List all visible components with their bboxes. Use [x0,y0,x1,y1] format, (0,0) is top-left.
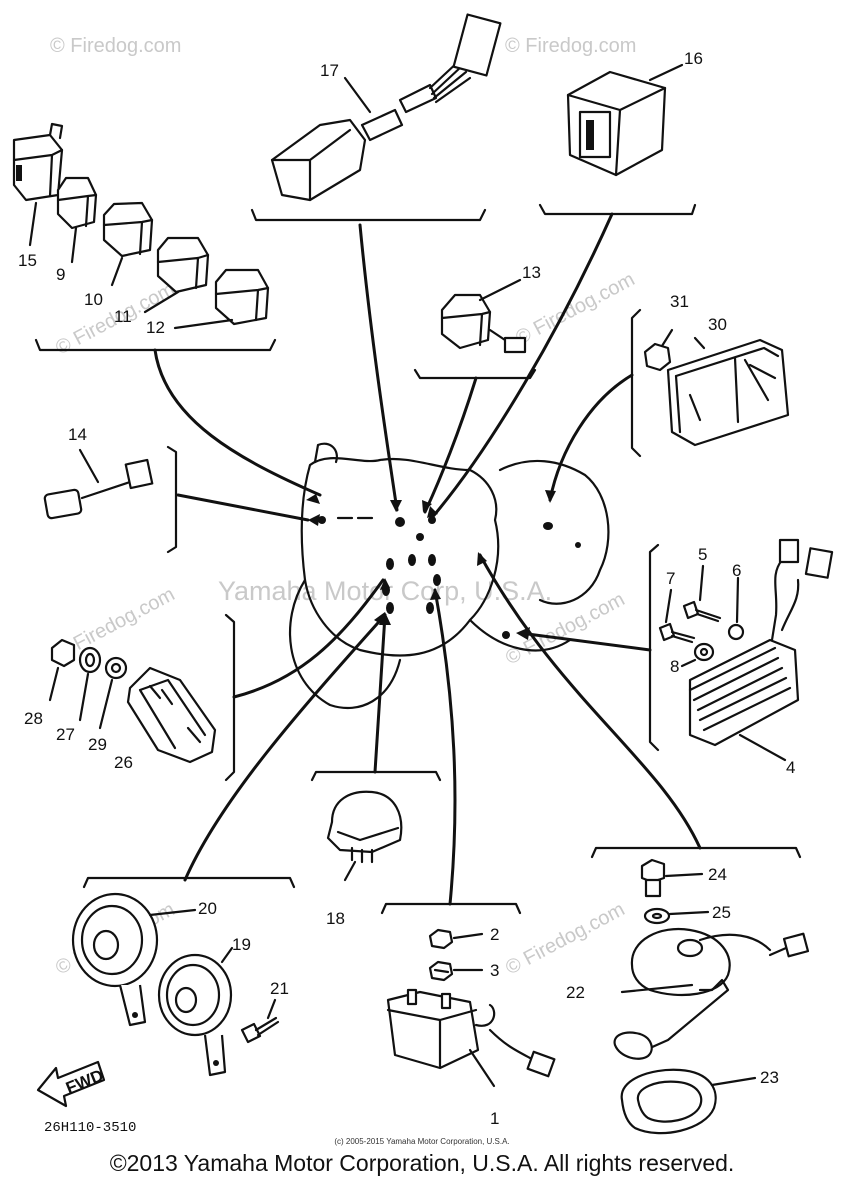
reflector-30[interactable] [666,336,790,447]
callout-21: 21 [270,979,289,998]
callout-2: 2 [490,925,499,944]
callout-29: 29 [88,735,107,754]
nut-3[interactable] [428,960,484,982]
callout-18: 18 [326,909,345,928]
callout-25: 25 [712,903,731,922]
bolt-24[interactable] [640,858,704,898]
reflector-26[interactable] [126,666,217,764]
part-13[interactable] [440,278,527,354]
bracket-connector-17 [250,208,487,222]
bracket-horns [82,876,296,889]
callout-8: 8 [670,657,679,676]
bolt-5[interactable] [682,564,722,623]
callout-labels: 1 2 3 4 5 6 7 8 9 10 11 12 13 14 15 16 1… [18,49,795,1128]
mount-points [318,516,581,639]
relay-group [12,122,270,330]
washer-6[interactable] [727,576,745,641]
callout-24: 24 [708,865,727,884]
bolt-21[interactable] [240,998,280,1044]
watermark-corner-1: © Firedog.com [50,35,181,57]
nut-31[interactable] [643,328,674,372]
bracket-part-14 [166,445,178,554]
callout-31: 31 [670,292,689,311]
callout-3: 3 [490,961,499,980]
callout-9: 9 [56,265,65,284]
callout-17: 17 [320,61,339,80]
frame-outline [288,442,610,710]
horn-20[interactable] [71,892,197,1027]
callout-23: 23 [760,1068,779,1087]
relay-12[interactable] [214,268,270,326]
nut-28[interactable] [48,638,76,702]
grommet-27[interactable] [78,646,102,722]
callout-11: 11 [114,307,132,326]
regulator-4[interactable] [688,538,834,762]
callout-14: 14 [68,425,87,444]
washer-29[interactable] [98,656,128,730]
callout-13: 13 [522,263,541,282]
relay-15[interactable] [12,122,64,202]
callout-6: 6 [732,561,741,580]
callout-7: 7 [666,569,675,588]
washer-8[interactable] [680,642,715,668]
watermark-corner-8: © Firedog.com [502,898,628,979]
callout-15: 15 [18,251,37,270]
relay-10[interactable] [102,201,154,258]
callout-22: 22 [566,983,585,1002]
relay-11[interactable] [156,236,210,294]
bracket-part-13 [413,368,537,380]
callout-27: 27 [56,725,75,744]
forward-arrow-label: FWD [63,1066,106,1098]
callout-26: 26 [114,753,133,772]
part-14[interactable] [43,448,154,520]
unit-16[interactable] [566,63,684,177]
callout-10: 10 [84,290,103,309]
connector-17[interactable] [270,13,502,202]
fuel-sender-22[interactable] [613,927,810,1060]
diagram-code: 26H110-3510 [44,1120,137,1136]
bracket-reflector-30 [630,308,642,458]
relay-1[interactable] [386,988,556,1088]
callout-16: 16 [684,49,703,68]
callout-30: 30 [708,315,727,334]
nut-2[interactable] [428,928,484,950]
callout-1: 1 [490,1109,499,1128]
callout-28: 28 [24,709,43,728]
watermark-corner-2: © Firedog.com [505,35,636,57]
bracket-relay-1 [380,902,522,915]
callout-12: 12 [146,318,165,337]
callout-20: 20 [198,899,217,918]
small-copyright-notice: (c) 2005-2015 Yamaha Motor Corporation, … [334,1137,510,1146]
copyright-notice: ©2013 Yamaha Motor Corporation, U.S.A. A… [109,1150,735,1176]
callout-19: 19 [232,935,251,954]
leader-lines [153,212,702,906]
horn-19[interactable] [157,946,234,1077]
forward-arrow: FWD [36,1060,106,1108]
bolt-7[interactable] [658,588,696,644]
relay-9[interactable] [56,176,98,230]
bracket-fuel-sender [590,846,802,859]
bracket-part-18 [310,770,442,782]
part-18[interactable] [326,790,403,882]
bracket-unit-16 [538,203,697,216]
callout-4: 4 [786,758,795,777]
callout-5: 5 [698,545,707,564]
gasket-23[interactable] [620,1068,757,1135]
washer-25[interactable] [643,907,710,925]
bracket-regulator-4 [648,543,660,752]
